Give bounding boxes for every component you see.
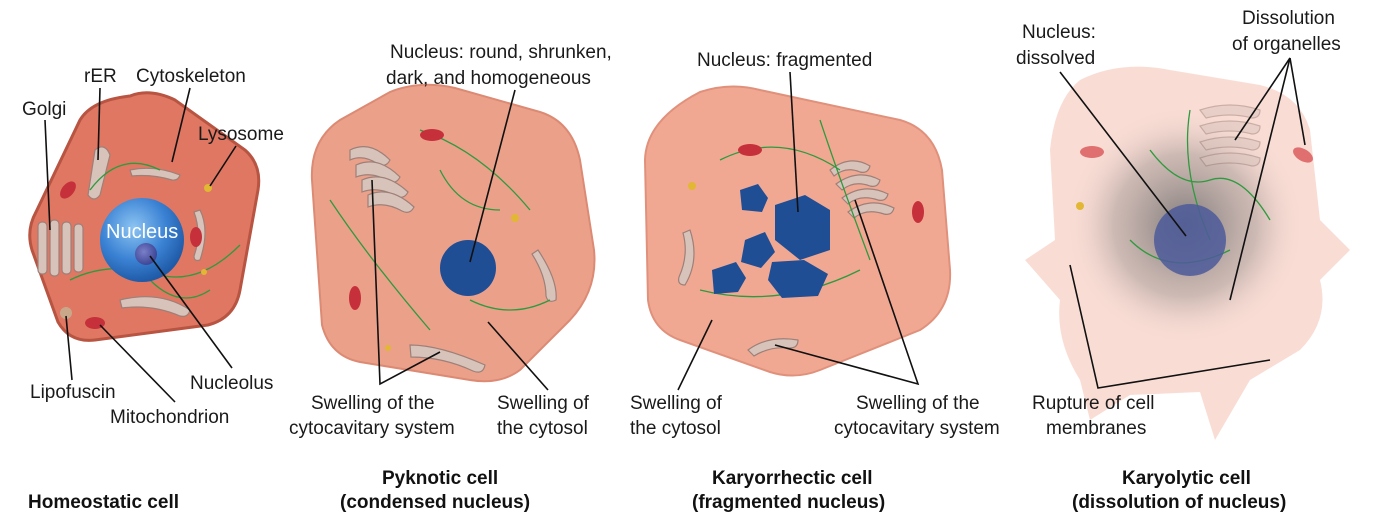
golgi-apparatus (37, 219, 84, 277)
swollen-golgi (829, 160, 895, 219)
karyolytic-cell: Nucleus: dissolved Dissolution of organe… (1016, 8, 1350, 513)
faded-golgi (1199, 104, 1261, 167)
pyknotic-caption-1: Pyknotic cell (382, 468, 498, 489)
homeostatic-cell: Nucleus Golgi rER Cytoskeleton Lysosome … (22, 66, 284, 513)
cell-membrane (310, 83, 596, 383)
pyknotic-cytosol-label-1: Swelling of (497, 393, 590, 414)
karyorrhectic-cytosol-label-1: Swelling of (630, 393, 723, 414)
karyolytic-membranes-label-1: Rupture of cell (1032, 393, 1155, 414)
cytoskeleton-label: Cytoskeleton (136, 66, 246, 87)
homeostatic-cell-caption: Homeostatic cell (28, 492, 179, 513)
karyolytic-membranes-label-2: membranes (1046, 418, 1146, 439)
dissolved-nucleus (1154, 204, 1226, 276)
pyknotic-cytocavitary-label-1: Swelling of the (311, 393, 435, 414)
karyolytic-nucleus-label-2: dissolved (1016, 48, 1095, 69)
rer-label: rER (84, 66, 117, 87)
karyorrhectic-caption-2: (fragmented nucleus) (692, 492, 885, 513)
lipofuscin (60, 307, 72, 319)
karyolytic-nucleus-label-1: Nucleus: (1022, 22, 1096, 43)
karyolytic-organelles-label-2: of organelles (1232, 34, 1341, 55)
karyolytic-caption-1: Karyolytic cell (1122, 468, 1251, 489)
karyorrhectic-cell: Nucleus: fragmented Swelling of the cyto… (630, 50, 1000, 513)
lipofuscin-label: Lipofuscin (30, 382, 116, 403)
nucleus-label: Nucleus (106, 221, 178, 243)
karyolytic-organelles-label-1: Dissolution (1242, 8, 1335, 29)
nucleolus-label: Nucleolus (190, 373, 273, 394)
condensed-nucleus (440, 240, 496, 296)
karyolytic-caption-2: (dissolution of nucleus) (1072, 492, 1286, 513)
karyorrhectic-cytocavitary-label-2: cytocavitary system (834, 418, 1000, 439)
pyknotic-nucleus-label-1: Nucleus: round, shrunken, (390, 42, 612, 63)
pyknotic-caption-2: (condensed nucleus) (340, 492, 530, 513)
karyorrhectic-caption-1: Karyorrhectic cell (712, 468, 873, 489)
mitochondrion-label: Mitochondrion (110, 407, 229, 428)
golgi-label: Golgi (22, 99, 66, 120)
karyorrhectic-cytocavitary-label-1: Swelling of the (856, 393, 980, 414)
nucleus (100, 198, 184, 282)
pyknotic-nucleus-label-2: dark, and homogeneous (386, 68, 591, 89)
pyknotic-cytocavitary-label-2: cytocavitary system (289, 418, 455, 439)
mitochondrion (60, 181, 76, 199)
karyorrhectic-cytosol-label-2: the cytosol (630, 418, 721, 439)
swollen-golgi (349, 146, 415, 213)
nucleolus (135, 243, 157, 265)
pyknotic-cell: Nucleus: round, shrunken, dark, and homo… (289, 42, 612, 513)
fragmented-nucleus (712, 184, 830, 298)
pyknotic-cytosol-label-2: the cytosol (497, 418, 588, 439)
karyorrhectic-nucleus-label: Nucleus: fragmented (697, 50, 872, 71)
lysosome-label: Lysosome (198, 124, 284, 145)
